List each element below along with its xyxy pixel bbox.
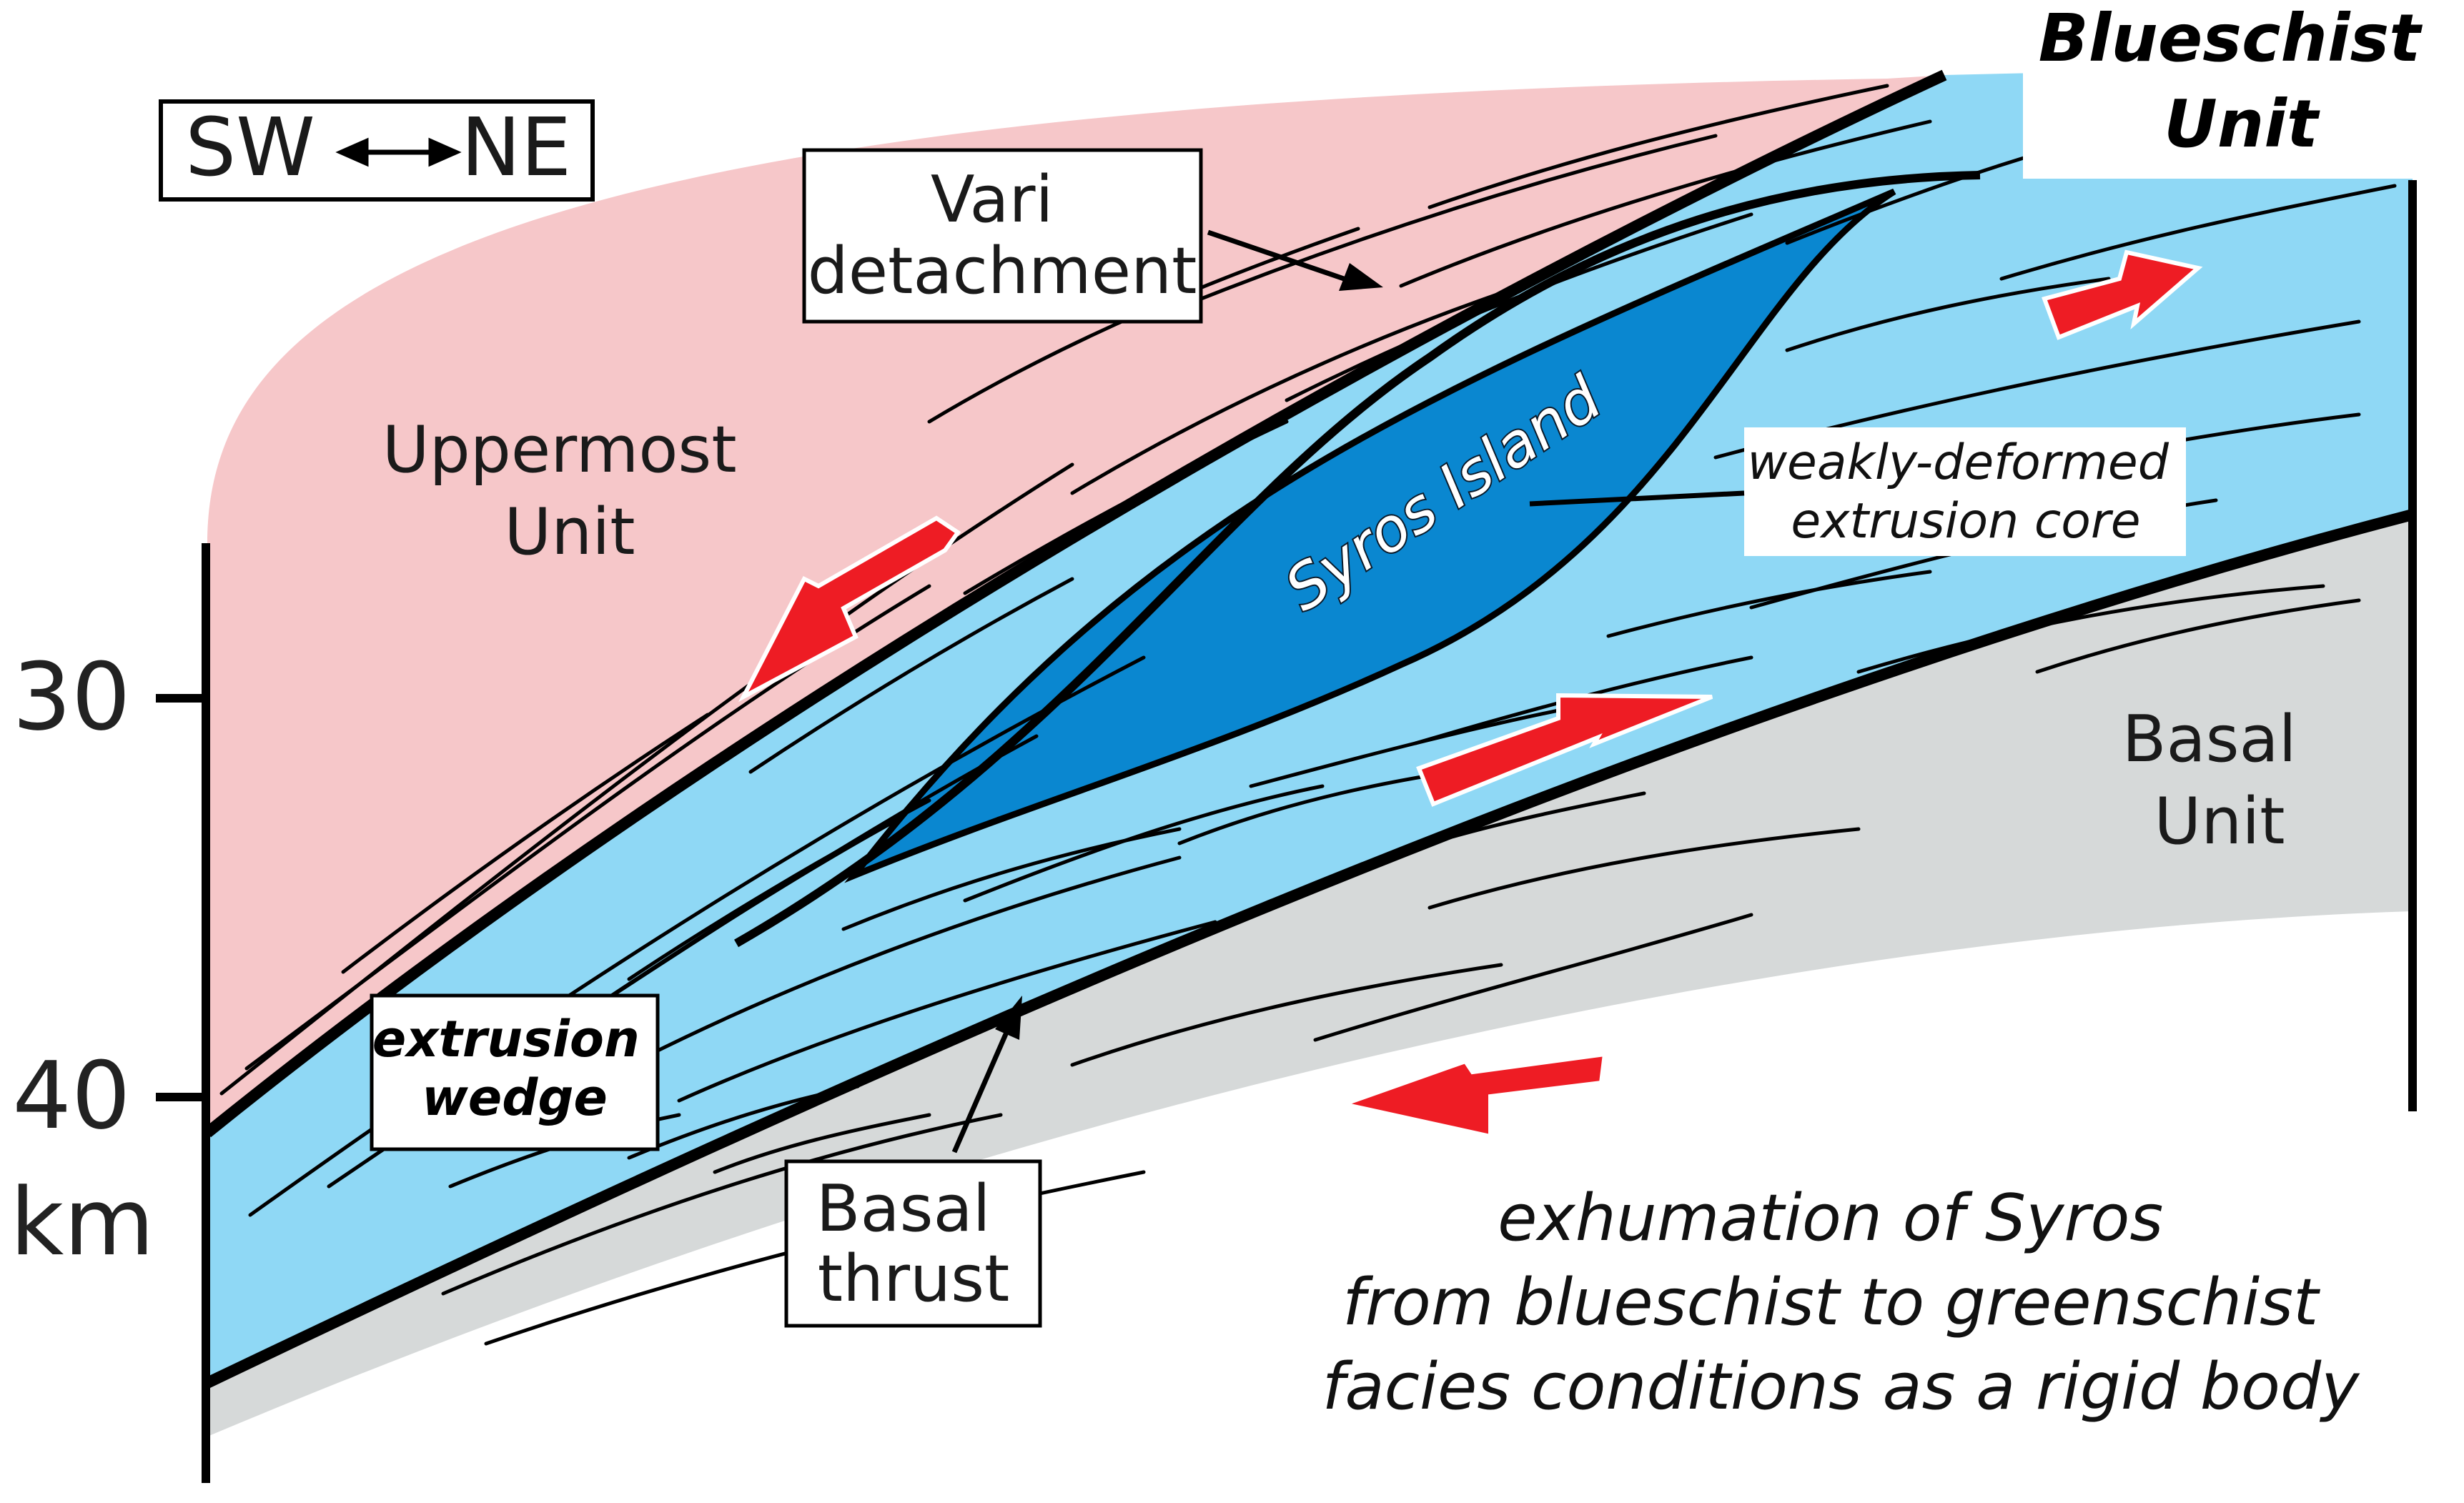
extrusion-core-pointer <box>1529 490 1745 507</box>
syros-extrusion-core <box>844 188 1896 883</box>
depth-label-30: 30 <box>12 643 130 751</box>
depth-unit-label: km <box>10 1168 154 1276</box>
basal-unit-label: Basal Unit <box>2122 702 2317 859</box>
extrusion-core-line-2: extrusion core <box>1791 493 2140 550</box>
vari-detachment-line-1: Vari <box>931 162 1054 237</box>
basal-thrust-label: Basal thrust <box>816 1171 1011 1316</box>
extrusion-wedge-label-box <box>370 993 660 1151</box>
basal-unit-line-1: Basal <box>2122 702 2297 777</box>
orientation-ne-label: NE <box>461 101 572 194</box>
vari-detachment-label: Vari detachment <box>808 162 1197 309</box>
vari-detachment-fault <box>203 69 1947 1138</box>
inner-shear-zone <box>734 171 1981 948</box>
basal-thrust-pointer <box>951 996 1022 1154</box>
uppermost-unit-line-2: Unit <box>504 495 635 570</box>
basal-thrust-line-1: Basal <box>816 1171 991 1246</box>
uppermost-unit-area <box>207 75 1944 1129</box>
depth-label-40: 40 <box>12 1041 130 1150</box>
vari-detachment-line-2: detachment <box>808 234 1197 309</box>
double-arrow-icon <box>335 137 462 167</box>
extrusion-core-line-1: weakly-deformed <box>1747 435 2169 491</box>
extrusion-core-label-box <box>1744 427 2186 556</box>
basal-unit-area <box>207 515 2413 1437</box>
exhumation-caption: exhumation of Syros from blueschist to g… <box>1322 1181 2360 1424</box>
caption-line-3: facies conditions as a rigid body <box>1322 1349 2360 1424</box>
extrusion-wedge-line-2: wedge <box>422 1068 608 1127</box>
uppermost-unit-line-1: Uppermost <box>382 412 737 487</box>
basal-thrust-line-2: thrust <box>818 1241 1010 1316</box>
basal-thrust-label-box <box>784 1159 1042 1328</box>
basal-unit-line-2: Unit <box>2154 784 2285 859</box>
caption-line-1: exhumation of Syros <box>1498 1181 2163 1256</box>
arrow-basal-sw <box>1336 1051 1608 1139</box>
caption-line-2: from blueschist to greenschist <box>1342 1265 2321 1340</box>
extrusion-core-label: weakly-deformed extrusion core <box>1747 435 2184 550</box>
blueschist-unit-line-2: Unit <box>2164 86 2320 162</box>
orientation-sw-label: SW <box>185 101 315 194</box>
arrow-upper-plate-down-sw <box>738 515 961 703</box>
blueschist-unit-area <box>207 64 2413 1383</box>
blueschist-unit-line-1: Blueschist <box>2039 0 2423 76</box>
arrow-core-up-ne <box>1416 693 1713 807</box>
basal-thrust-fault <box>204 509 2415 1389</box>
arrow-blueschist-up-ne <box>2042 249 2203 340</box>
extrusion-wedge-line-1: extrusion <box>372 1010 640 1068</box>
blueschist-unit-label-bg <box>2023 0 2464 179</box>
blueschist-unit-label: Blueschist Unit <box>2039 0 2444 162</box>
extrusion-wedge-label: extrusion wedge <box>372 1010 657 1127</box>
uppermost-unit-label: Uppermost Unit <box>382 412 757 570</box>
vari-detachment-pointer <box>1207 229 1383 291</box>
vari-detachment-label-box <box>802 148 1203 324</box>
